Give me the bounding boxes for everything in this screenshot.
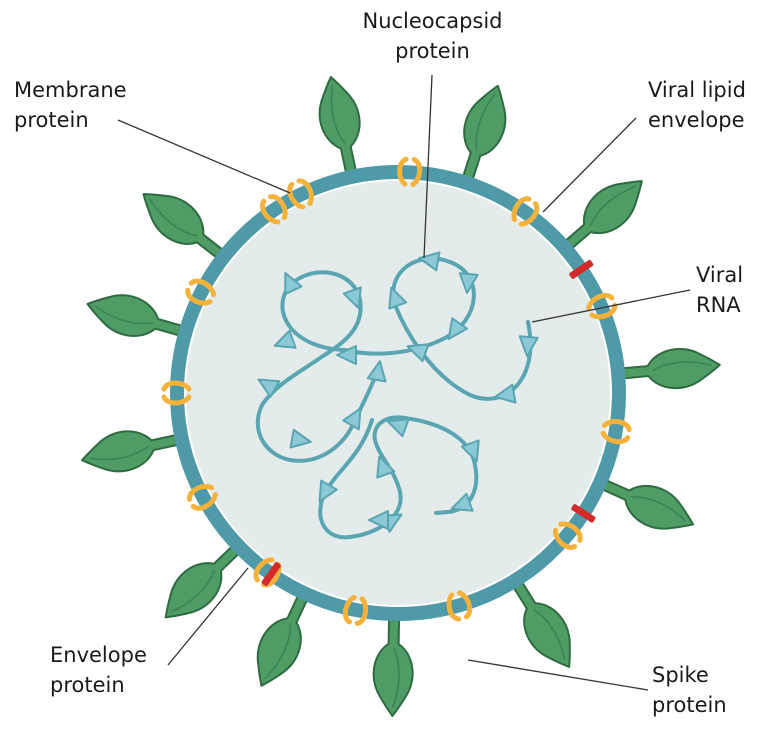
spike-protein-3 — [559, 180, 643, 255]
membrane-protein-7 — [446, 590, 473, 622]
label-rna-line1: Viral — [696, 263, 744, 287]
membrane-protein-3 — [511, 196, 540, 227]
label-spike-protein: Spike protein — [652, 660, 727, 720]
rna-arrowhead-15 — [342, 407, 362, 431]
rna-arrowhead-10 — [284, 272, 303, 296]
label-spike-line1: Spike — [652, 663, 709, 687]
viral-rna — [255, 251, 539, 540]
leader-line-envelope — [167, 567, 249, 666]
label-membrane-line1: Membrane — [14, 78, 127, 102]
label-nucleocapsid-line2: protein — [395, 39, 470, 63]
spike-protein-7 — [372, 610, 414, 717]
rna-arrowhead-8 — [342, 286, 362, 310]
envelope-protein-3 — [261, 562, 281, 586]
membrane-protein-6 — [553, 521, 583, 550]
leader-line-viral-rna — [531, 289, 691, 323]
membrane-protein-2 — [397, 156, 423, 187]
rna-arrowhead-1 — [518, 335, 539, 357]
leader-line-nucleocapsid — [423, 74, 433, 259]
rna-arrowhead-19 — [386, 418, 410, 438]
spike-protein-6 — [508, 575, 571, 668]
leader-lines — [117, 74, 691, 691]
label-membrane-line2: protein — [14, 108, 89, 132]
spike-proteins — [81, 76, 721, 717]
label-envelope-line2: protein — [50, 673, 125, 697]
rna-arrowhead-3 — [447, 317, 468, 341]
envelope-protein-2 — [571, 504, 596, 523]
spike-protein-9 — [164, 540, 245, 619]
membrane-protein-11 — [161, 380, 192, 406]
membrane-proteins — [161, 156, 632, 626]
rna-arrowhead-13 — [257, 378, 281, 398]
label-spike-line2: protein — [652, 693, 727, 717]
rna-arrowhead-14 — [289, 428, 312, 449]
leader-line-lipid-envelope — [542, 117, 637, 213]
membrane-protein-13 — [260, 194, 288, 225]
label-envelope-line1: Envelope — [50, 643, 147, 667]
label-viral-rna: Viral RNA — [696, 260, 743, 320]
rna-arrowhead-11 — [273, 329, 297, 349]
membrane-protein-1 — [287, 178, 314, 210]
membrane-protein-8 — [342, 594, 369, 626]
spike-protein-1 — [318, 76, 361, 181]
rna-arrowhead-5 — [388, 286, 408, 310]
label-viral-lipid-envelope: Viral lipid envelope — [648, 75, 746, 135]
spike-protein-2 — [459, 84, 507, 188]
rna-arrowhead-20 — [460, 439, 480, 463]
membrane-protein-12 — [185, 278, 217, 306]
label-lipid-envelope-line1: Viral lipid — [648, 78, 746, 102]
spike-protein-12 — [142, 193, 230, 264]
leader-line-spike — [467, 659, 649, 691]
rna-arrowhead-22 — [368, 510, 389, 530]
spike-protein-5 — [595, 476, 695, 530]
label-nucleocapsid-line1: Nucleocapsid — [362, 9, 503, 33]
virus-interior — [186, 181, 610, 605]
rna-arrowhead-12 — [366, 360, 387, 383]
spike-protein-4 — [614, 347, 721, 390]
leader-line-membrane — [117, 119, 291, 194]
membrane-protein-10 — [187, 483, 218, 511]
rna-arrowhead-2 — [494, 383, 517, 404]
rna-arrowhead-18 — [376, 455, 396, 479]
rna-arrowhead-21 — [450, 492, 474, 512]
rna-arrowhead-7 — [406, 343, 430, 363]
spike-protein-10 — [81, 430, 186, 473]
membrane-protein-5 — [600, 419, 632, 445]
envelope-proteins — [261, 260, 596, 586]
rna-arrowhead-6 — [458, 272, 479, 294]
label-membrane-protein: Membrane protein — [14, 75, 127, 135]
label-rna-line2: RNA — [696, 293, 741, 317]
rna-arrowhead-16 — [318, 479, 338, 503]
label-envelope-protein: Envelope protein — [50, 640, 147, 700]
spike-protein-11 — [86, 294, 190, 339]
spike-protein-8 — [256, 588, 311, 687]
membrane-protein-4 — [586, 292, 618, 320]
label-lipid-envelope-line2: envelope — [648, 108, 745, 132]
label-nucleocapsid-protein: Nucleocapsid protein — [335, 6, 530, 66]
envelope-protein-1 — [569, 260, 594, 279]
rna-arrowhead-9 — [336, 345, 357, 365]
